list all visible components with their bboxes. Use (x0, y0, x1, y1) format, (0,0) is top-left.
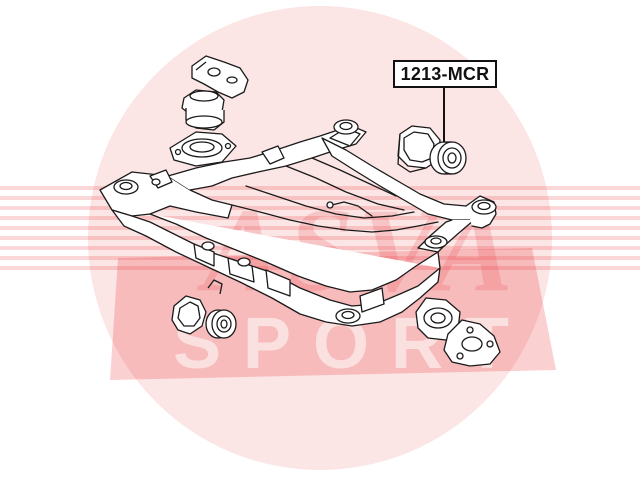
engine-mount-bottom-left (171, 279, 237, 339)
engine-mount-bottom-right (415, 297, 501, 367)
part-number-label: 1213-MCR (393, 60, 497, 88)
subframe-bushings (113, 119, 497, 324)
engine-mount-top-left (169, 55, 249, 167)
engine-mount-1213-mcr (397, 125, 467, 175)
